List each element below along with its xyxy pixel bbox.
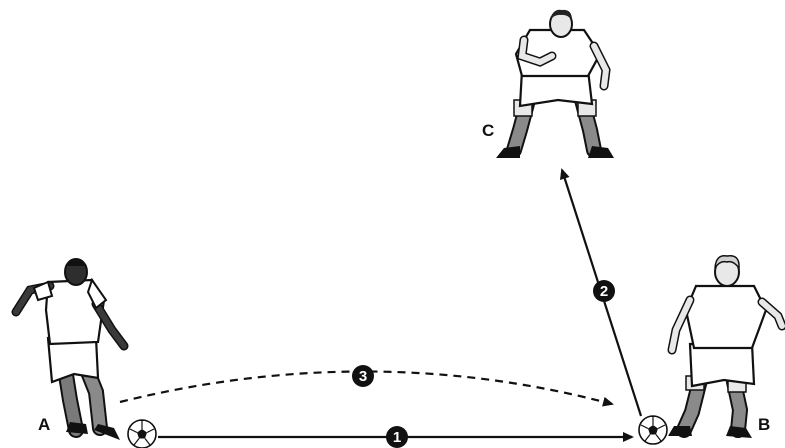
step-2-number: 2 — [600, 283, 608, 300]
player-c-label: C — [482, 121, 494, 140]
step-3-number: 3 — [359, 368, 367, 385]
player-b-label: B — [758, 415, 770, 434]
step-marker-3: 3 — [352, 365, 374, 387]
pass-3-line — [119, 370, 614, 407]
player-a-figure — [11, 258, 129, 440]
player-b-figure — [667, 255, 785, 438]
player-a-label: A — [38, 415, 50, 434]
soccer-ball-icon — [127, 419, 157, 448]
step-marker-1: 1 — [386, 426, 408, 448]
step-1-number: 1 — [393, 429, 401, 446]
soccer-ball-icon — [638, 415, 668, 445]
player-c-figure — [496, 9, 614, 158]
step-marker-2: 2 — [593, 280, 615, 302]
